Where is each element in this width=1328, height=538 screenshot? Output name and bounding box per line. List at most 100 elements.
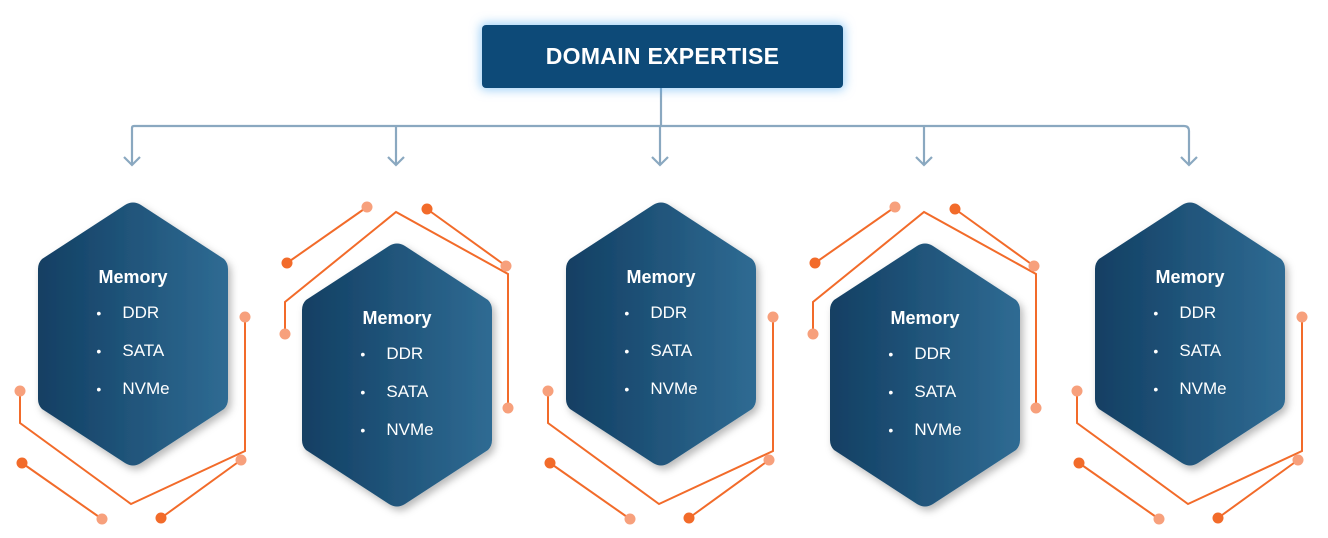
card-item-label: DDR [914,344,952,363]
circuit-node [235,454,247,466]
hexagon-shape [830,243,1020,507]
circuit-node [1212,512,1224,524]
card-item-label: SATA [386,382,429,401]
circuit-node [949,203,961,215]
circuit-trace [814,206,896,264]
circuit-trace [812,210,1037,408]
domain-expertise-title: DOMAIN EXPERTISE [482,25,843,88]
circuit-node [1073,457,1085,469]
circuit-node [1028,260,1040,272]
card-heading: Memory [1155,267,1225,287]
card-item: • SATA [888,381,961,419]
circuit-node [542,385,554,397]
memory-card: Memory • DDR •SATA • NVMe [1095,201,1285,467]
circuit-node [239,311,251,323]
card-item-label: NVMe [650,379,698,398]
circuit-node [155,512,167,524]
circuit-trace [1076,317,1303,506]
memory-card: Memory•DDR•SATA•NVMe [566,201,756,467]
hexagon-shape [566,202,756,466]
card-item-label: NVMe [122,379,170,398]
card-item-list: •DDR • SATA • NVMe [96,302,169,416]
memory-card: Memory•DDR•SATA•NVMe [830,242,1020,508]
arrow-down-icon [651,156,669,167]
card-item-label: NVMe [914,420,962,439]
bullet-icon: • [1153,305,1159,321]
card-item: • DDR [360,343,433,381]
circuit-trace [19,317,246,506]
circuit-node [500,260,512,272]
circuit-trace [549,462,631,520]
bullet-icon: • [624,343,630,359]
bullet-icon: • [1153,381,1159,397]
circuit-trace [1078,462,1160,520]
bullet-icon: • [888,422,894,438]
card-item-label: SATA [650,341,693,360]
card-item-label: NVMe [386,420,434,439]
card-item: • DDR [1153,302,1226,340]
hexagon-shape [38,202,228,466]
circuit-node [1071,385,1083,397]
bullet-icon: • [624,305,630,321]
circuit-node [889,201,901,213]
hexagon-shape [1095,202,1285,466]
circuit-node [16,457,28,469]
circuit-node [683,512,695,524]
circuit-trace [547,317,774,506]
memory-card: Memory •DDR • SATA • NVMe [38,201,228,467]
card-item: • NVMe [888,419,961,457]
card-item-list: • DDR •SATA • NVMe [1153,302,1226,416]
circuit-trace [426,208,507,267]
circuit-trace [286,206,368,264]
circuit-trace [284,210,509,408]
circuit-node [1296,311,1308,323]
circuit-node [502,402,514,414]
card-item: • SATA [360,381,433,419]
circuit-node [1030,402,1042,414]
circuit-node [14,385,26,397]
bullet-icon: • [888,384,894,400]
memory-card: Memory • DDR • SATA • NVMe [302,242,492,508]
card-item-label: DDR [1179,303,1217,322]
circuit-trace [688,459,770,519]
bullet-icon: • [888,346,894,362]
circuit-node [809,257,821,269]
card-item: • SATA [624,340,697,378]
card-item-list: • DDR • SATA • NVMe [888,343,961,457]
card-heading: Memory [362,308,432,328]
circuit-node [281,257,293,269]
circuit-trace [21,462,103,520]
card-item: •DDR [624,302,697,340]
card-item-label: DDR [386,344,424,363]
card-item-label: SATA [122,341,165,360]
circuit-node [763,454,775,466]
card-item-label: DDR [122,303,160,322]
card-item-list: • DDR • SATA • NVMe [360,343,433,457]
circuit-node [1153,513,1165,525]
circuit-node [624,513,636,525]
arrow-down-icon [387,156,405,167]
connector-lines [123,88,1198,167]
circuit-node [279,328,291,340]
card-heading: Memory [98,267,168,287]
card-item: • NVMe [1153,378,1226,416]
circuit-node [767,311,779,323]
circuit-node [1292,454,1304,466]
card-item-label: SATA [914,382,957,401]
card-item: •DDR [96,302,169,340]
card-heading: Memory [626,267,696,287]
bullet-icon: • [96,343,102,359]
circuit-trace [160,459,242,519]
bullet-icon: • [96,381,102,397]
card-item: • DDR [888,343,961,381]
card-item: •SATA [1153,340,1226,378]
hexagon-shape [302,243,492,507]
bullet-icon: • [360,384,366,400]
card-item-label: NVMe [1179,379,1227,398]
arrow-down-icon [1180,156,1198,167]
bullet-icon: • [624,381,630,397]
circuit-node [807,328,819,340]
bullet-icon: • [360,346,366,362]
bullet-icon: • [360,422,366,438]
